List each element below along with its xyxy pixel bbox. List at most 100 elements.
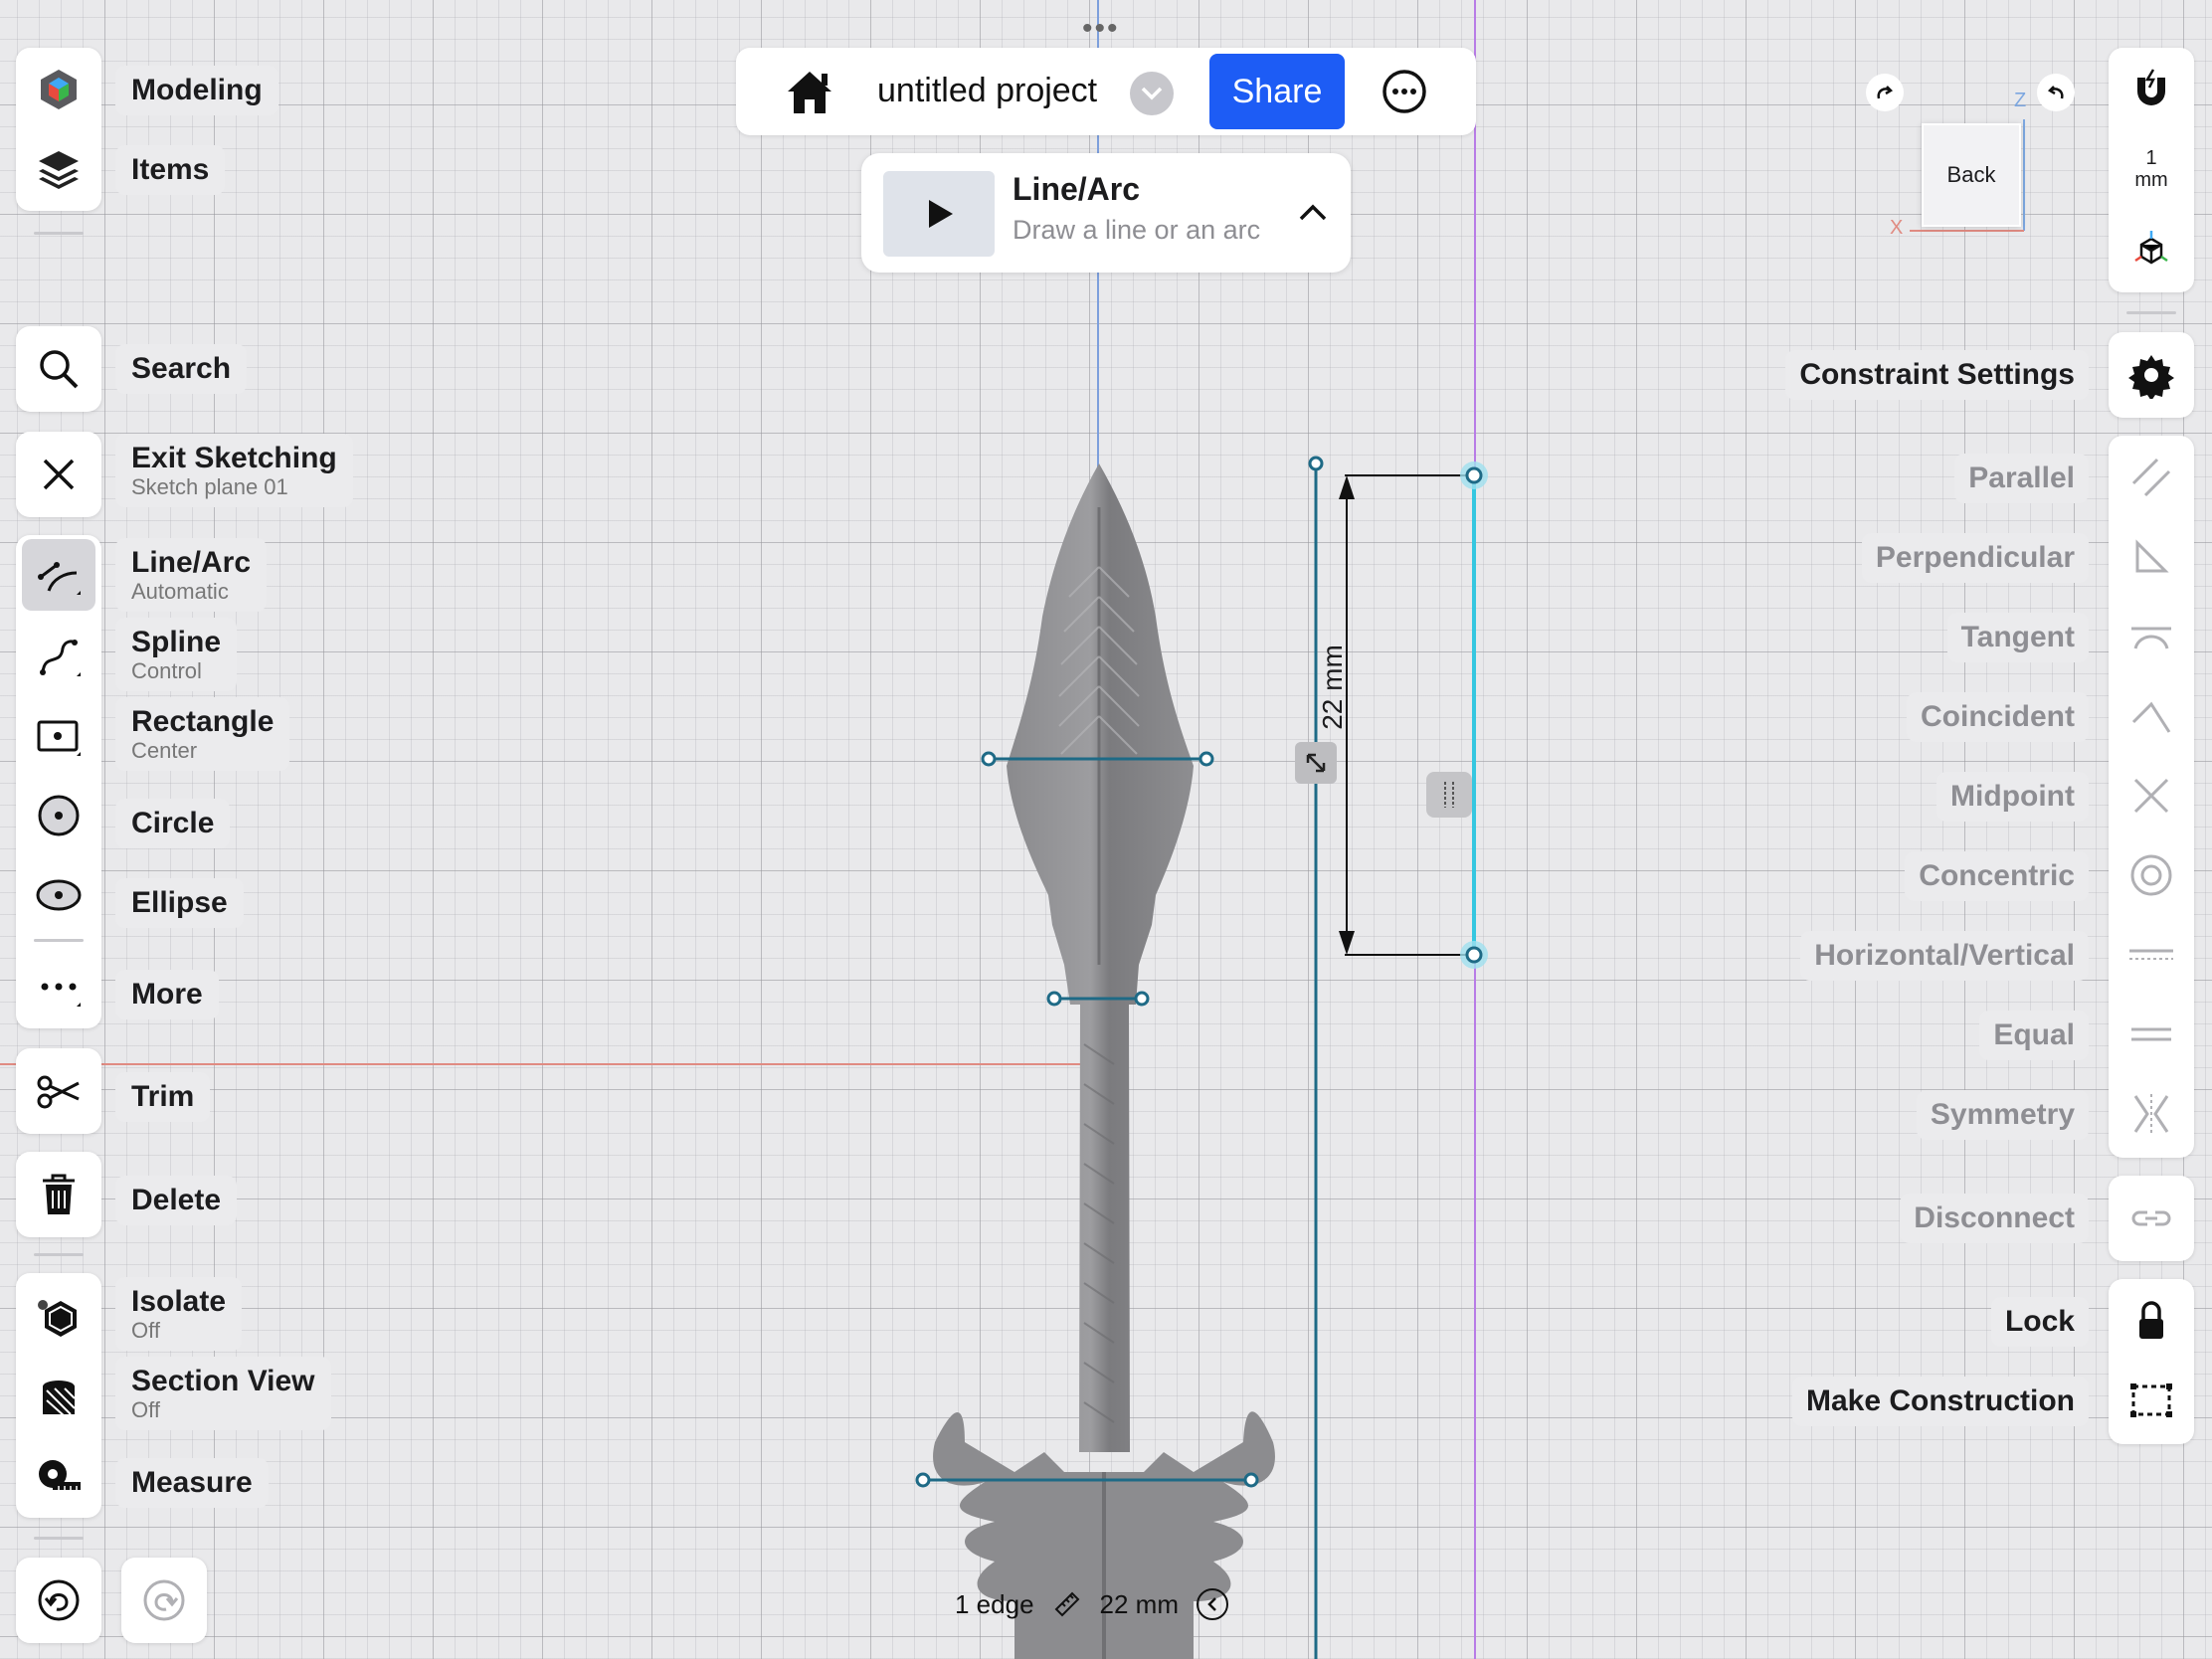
delete-label[interactable]: Delete xyxy=(115,1176,238,1225)
concentric-label[interactable]: Concentric xyxy=(1905,851,2089,901)
more-tools-button[interactable] xyxy=(16,947,101,1026)
snap-button[interactable] xyxy=(2109,50,2194,129)
constraint-settings-label[interactable]: Constraint Settings xyxy=(1785,350,2089,400)
modeling-button[interactable] xyxy=(16,50,101,129)
horizontal-vertical-constraint-button[interactable] xyxy=(2109,915,2194,995)
dimension-label[interactable]: 22 mm xyxy=(1317,645,1348,730)
spear-model[interactable] xyxy=(895,448,1313,1659)
chevron-up-icon xyxy=(1299,204,1327,221)
share-button[interactable]: Share xyxy=(1209,54,1345,129)
disconnect-panel xyxy=(2109,1176,2194,1261)
coincident-constraint-button[interactable] xyxy=(2109,676,2194,756)
axis-cube-icon xyxy=(2134,231,2168,265)
tutorial-video-thumbnail[interactable] xyxy=(883,171,995,257)
measure-button[interactable] xyxy=(16,1436,101,1516)
trim-panel xyxy=(16,1048,101,1134)
grid-unit-button[interactable]: 1 mm xyxy=(2109,129,2194,209)
selection-status-bar: 1 edge 22 mm xyxy=(955,1583,1228,1625)
equal-label[interactable]: Equal xyxy=(1979,1011,2089,1060)
disconnect-button[interactable] xyxy=(2109,1179,2194,1258)
undo-button[interactable] xyxy=(16,1561,101,1640)
divider xyxy=(2126,311,2176,314)
grid-unit-value: 1 xyxy=(2145,147,2157,169)
parallel-label[interactable]: Parallel xyxy=(1954,454,2089,503)
more-options-button[interactable] xyxy=(1381,68,1428,115)
line-arc-tool[interactable] xyxy=(22,539,95,611)
resize-handle[interactable] xyxy=(1295,742,1337,784)
spline-tool[interactable] xyxy=(16,617,101,696)
more-label[interactable]: More xyxy=(115,970,219,1019)
axis-x-label: X xyxy=(1890,217,1904,239)
make-construction-label[interactable]: Make Construction xyxy=(1791,1377,2089,1426)
tool-hint-card: Line/Arc Draw a line or an arc xyxy=(861,153,1351,273)
drag-handle-dots[interactable]: ••• xyxy=(1082,12,1120,45)
circle-tool[interactable] xyxy=(16,776,101,855)
ellipsis-circle-icon xyxy=(1382,70,1426,113)
home-button[interactable] xyxy=(782,66,837,117)
lock-button[interactable] xyxy=(2109,1281,2194,1361)
tangent-constraint-button[interactable] xyxy=(2109,597,2194,676)
equal-constraint-button[interactable] xyxy=(2109,995,2194,1074)
redo-icon xyxy=(143,1579,185,1621)
tape-measure-icon xyxy=(39,1460,81,1490)
ellipse-label[interactable]: Ellipse xyxy=(115,878,244,928)
isolate-button[interactable] xyxy=(16,1279,101,1359)
undo-icon xyxy=(38,1579,80,1621)
exit-sketching-button[interactable] xyxy=(16,435,101,514)
view-axes xyxy=(1910,119,2025,232)
delete-button[interactable] xyxy=(16,1155,101,1234)
view-cube[interactable]: Back xyxy=(1922,123,2021,227)
rectangle-tool[interactable] xyxy=(16,696,101,776)
disconnect-label[interactable]: Disconnect xyxy=(1900,1194,2089,1243)
collapse-status-button[interactable] xyxy=(1197,1588,1228,1620)
coincident-label[interactable]: Coincident xyxy=(1907,692,2089,742)
perpendicular-label[interactable]: Perpendicular xyxy=(1861,533,2089,583)
chevron-down-icon xyxy=(1141,87,1163,100)
view-undo-button[interactable] xyxy=(2037,74,2075,111)
sketch-tools-panel xyxy=(16,535,101,1028)
redo-button[interactable] xyxy=(121,1558,207,1643)
constraint-settings-button[interactable] xyxy=(2109,335,2194,415)
axis-z-label: Z xyxy=(2014,90,2027,111)
disconnect-link-icon xyxy=(2131,1210,2171,1226)
midpoint-label[interactable]: Midpoint xyxy=(1936,772,2089,822)
parallel-constraint-button[interactable] xyxy=(2109,438,2194,517)
view-redo-button[interactable] xyxy=(1866,74,1904,111)
project-menu-button[interactable] xyxy=(1130,72,1174,115)
view-orientation-button[interactable] xyxy=(2109,209,2194,288)
perpendicular-constraint-button[interactable] xyxy=(2109,517,2194,597)
horizontal-vertical-label[interactable]: Horizontal/Vertical xyxy=(1800,931,2089,981)
items-button[interactable] xyxy=(16,129,101,209)
concentric-constraint-button[interactable] xyxy=(2109,835,2194,915)
make-construction-button[interactable] xyxy=(2109,1361,2194,1440)
collapse-hint-button[interactable] xyxy=(1297,197,1329,227)
search-label[interactable]: Search xyxy=(115,344,248,394)
trim-label[interactable]: Trim xyxy=(115,1072,211,1122)
search-button[interactable] xyxy=(16,329,101,409)
midpoint-constraint-button[interactable] xyxy=(2109,756,2194,835)
symmetry-constraint-button[interactable] xyxy=(2109,1074,2194,1154)
symmetry-label[interactable]: Symmetry xyxy=(1916,1090,2089,1140)
trim-button[interactable] xyxy=(16,1051,101,1131)
section-view-button[interactable] xyxy=(16,1359,101,1438)
grid-unit: mm xyxy=(2134,169,2168,191)
scissors-icon xyxy=(37,1075,80,1109)
items-label[interactable]: Items xyxy=(115,145,226,195)
lock-label[interactable]: Lock xyxy=(1990,1297,2089,1347)
project-name[interactable]: untitled project xyxy=(877,72,1098,109)
ellipse-tool[interactable] xyxy=(16,855,101,935)
measure-label[interactable]: Measure xyxy=(115,1458,269,1508)
rotate-left-icon xyxy=(2047,86,2064,99)
circle-label[interactable]: Circle xyxy=(115,799,231,848)
tangent-label[interactable]: Tangent xyxy=(1946,613,2089,662)
modeling-label[interactable]: Modeling xyxy=(115,66,278,115)
line-drag-handle[interactable] xyxy=(1426,772,1472,818)
modeling-cube-icon xyxy=(41,70,77,109)
